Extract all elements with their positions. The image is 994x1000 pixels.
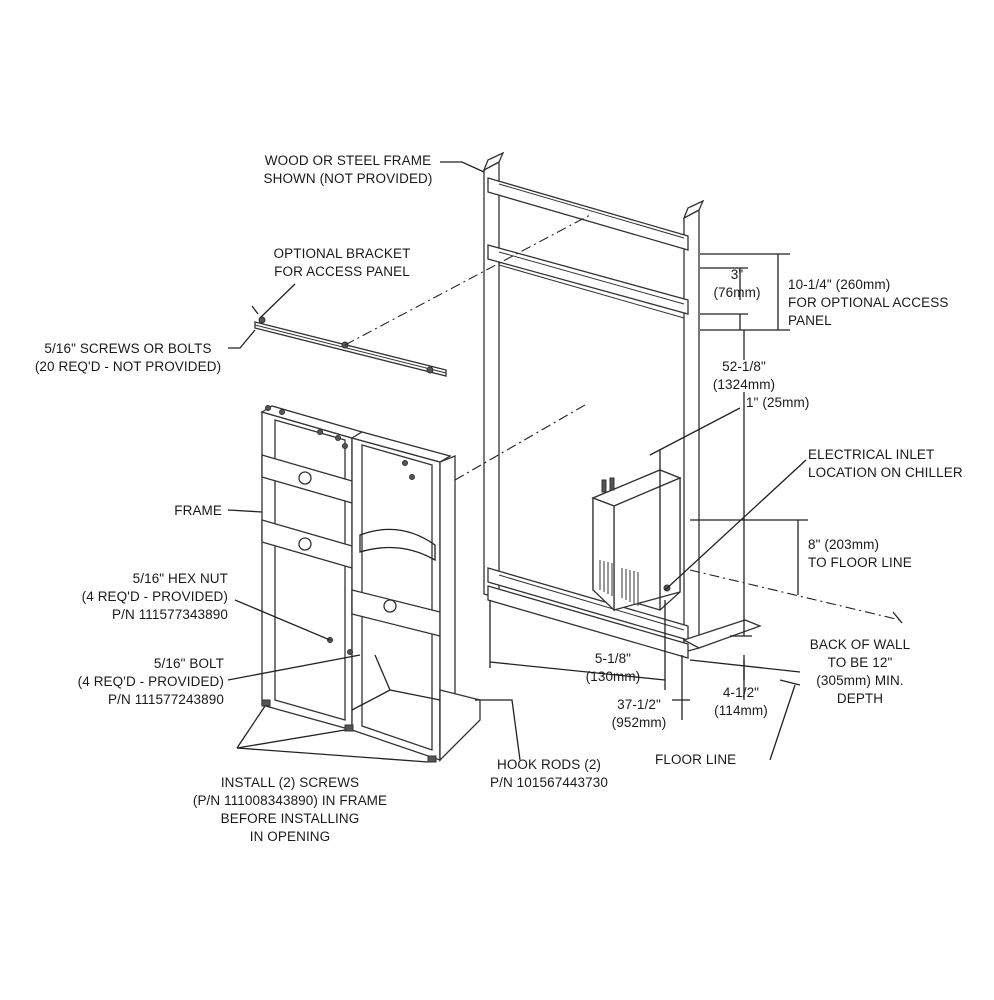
label-dim-10-1-4: 10-1/4" (260mm) FOR OPTIONAL ACCESS PANE… [788,276,958,330]
chiller-unit [591,469,682,612]
label-frame: FRAME [150,502,222,520]
label-dim-4-1-2: 4-1/2" (114mm) [706,684,776,720]
bolt-line-1: 5/16" BOLT [153,656,224,671]
label-dim-52-1-8: 52-1/8" (1324mm) [704,358,784,394]
optional-bracket-line-1: OPTIONAL BRACKET [273,246,411,261]
dim-5-1-8-line-2: (130mm) [585,669,641,684]
dim-3in-line-1: 3" [730,267,744,282]
hex-nut-line-3: P/N 111577343890 [112,607,228,622]
hook-rods-line-1: HOOK RODS (2) [496,757,602,772]
label-hook-rods: HOOK RODS (2) P/N 101567443730 [474,756,624,792]
dim-52-1-8-line-1: 52-1/8" [722,359,766,374]
frame-text: FRAME [174,503,222,518]
label-bolt: 5/16" BOLT (4 REQ'D - PROVIDED) P/N 1115… [60,655,224,709]
label-dim-5-1-8: 5-1/8" (130mm) [568,650,658,686]
alignment-lines [344,214,901,621]
electrical-inlet-line-2: LOCATION ON CHILLER [808,465,963,480]
label-dim-3in: 3" (76mm) [706,266,768,302]
label-wood-frame: WOOD OR STEEL FRAME SHOWN (NOT PROVIDED) [256,152,440,188]
dim-10-1-4-line-3: PANEL [788,313,832,328]
floor-line-text: FLOOR LINE [655,752,737,767]
label-install-screws: INSTALL (2) SCREWS (P/N 111008343890) IN… [180,774,400,846]
dim-8in-line-1: 8" (203mm) [808,537,880,552]
back-of-wall-line-3: (305mm) MIN. [816,673,904,688]
carrier-frame [260,405,481,763]
bolt-line-2: (4 REQ'D - PROVIDED) [77,674,224,689]
back-of-wall-line-4: DEPTH [836,691,884,706]
label-optional-bracket: OPTIONAL BRACKET FOR ACCESS PANEL [262,245,422,281]
dim-10-1-4-line-2: FOR OPTIONAL ACCESS [788,295,949,310]
dim-4-1-2-line-1: 4-1/2" [722,685,760,700]
label-dim-37-1-2: 37-1/2" (952mm) [604,696,674,732]
dim-3in-line-2: (76mm) [713,285,761,300]
label-dim-8in: 8" (203mm) TO FLOOR LINE [808,536,928,572]
label-hex-nut: 5/16" HEX NUT (4 REQ'D - PROVIDED) P/N 1… [60,570,228,624]
label-floor-line: FLOOR LINE [655,751,765,769]
hex-nut-line-1: 5/16" HEX NUT [132,571,228,586]
dim-8in-line-2: TO FLOOR LINE [808,555,912,570]
dim-1in-text: 1" (25mm) [746,395,810,410]
wood-frame-line-1: WOOD OR STEEL FRAME [264,153,432,168]
dim-10-1-4-line-1: 10-1/4" (260mm) [788,277,891,292]
screws-bolts-line-1: 5/16" SCREWS OR BOLTS [44,341,212,356]
electrical-inlet-line-1: ELECTRICAL INLET [808,447,935,462]
label-dim-1in: 1" (25mm) [746,394,846,412]
optional-bracket-line-2: FOR ACCESS PANEL [274,264,410,279]
install-screws-line-3: BEFORE INSTALLING [220,811,360,826]
label-screws-bolts: 5/16" SCREWS OR BOLTS (20 REQ'D - NOT PR… [30,340,226,376]
bolt-line-3: P/N 111577243890 [108,692,224,707]
install-screws-line-4: IN OPENING [249,829,331,844]
dim-52-1-8-line-2: (1324mm) [712,377,776,392]
dim-37-1-2-line-1: 37-1/2" [617,697,661,712]
back-of-wall-line-2: TO BE 12" [827,655,893,670]
wood-steel-frame [482,151,762,659]
dim-37-1-2-line-2: (952mm) [611,715,667,730]
label-back-of-wall: BACK OF WALL TO BE 12" (305mm) MIN. DEPT… [798,636,922,708]
hex-nut-line-2: (4 REQ'D - PROVIDED) [81,589,228,604]
dimension-lines [227,161,903,763]
optional-bracket [251,305,447,377]
dim-5-1-8-line-1: 5-1/8" [594,651,632,666]
label-electrical-inlet: ELECTRICAL INLET LOCATION ON CHILLER [808,446,978,482]
wood-frame-line-2: SHOWN (NOT PROVIDED) [263,171,433,186]
install-screws-line-1: INSTALL (2) SCREWS [220,775,360,790]
install-screws-line-2: (P/N 111008343890) IN FRAME [192,793,388,808]
hook-rods-line-2: P/N 101567443730 [490,775,608,790]
screws-bolts-line-2: (20 REQ'D - NOT PROVIDED) [34,359,222,374]
back-of-wall-line-1: BACK OF WALL [809,637,911,652]
dim-4-1-2-line-2: (114mm) [714,703,768,718]
